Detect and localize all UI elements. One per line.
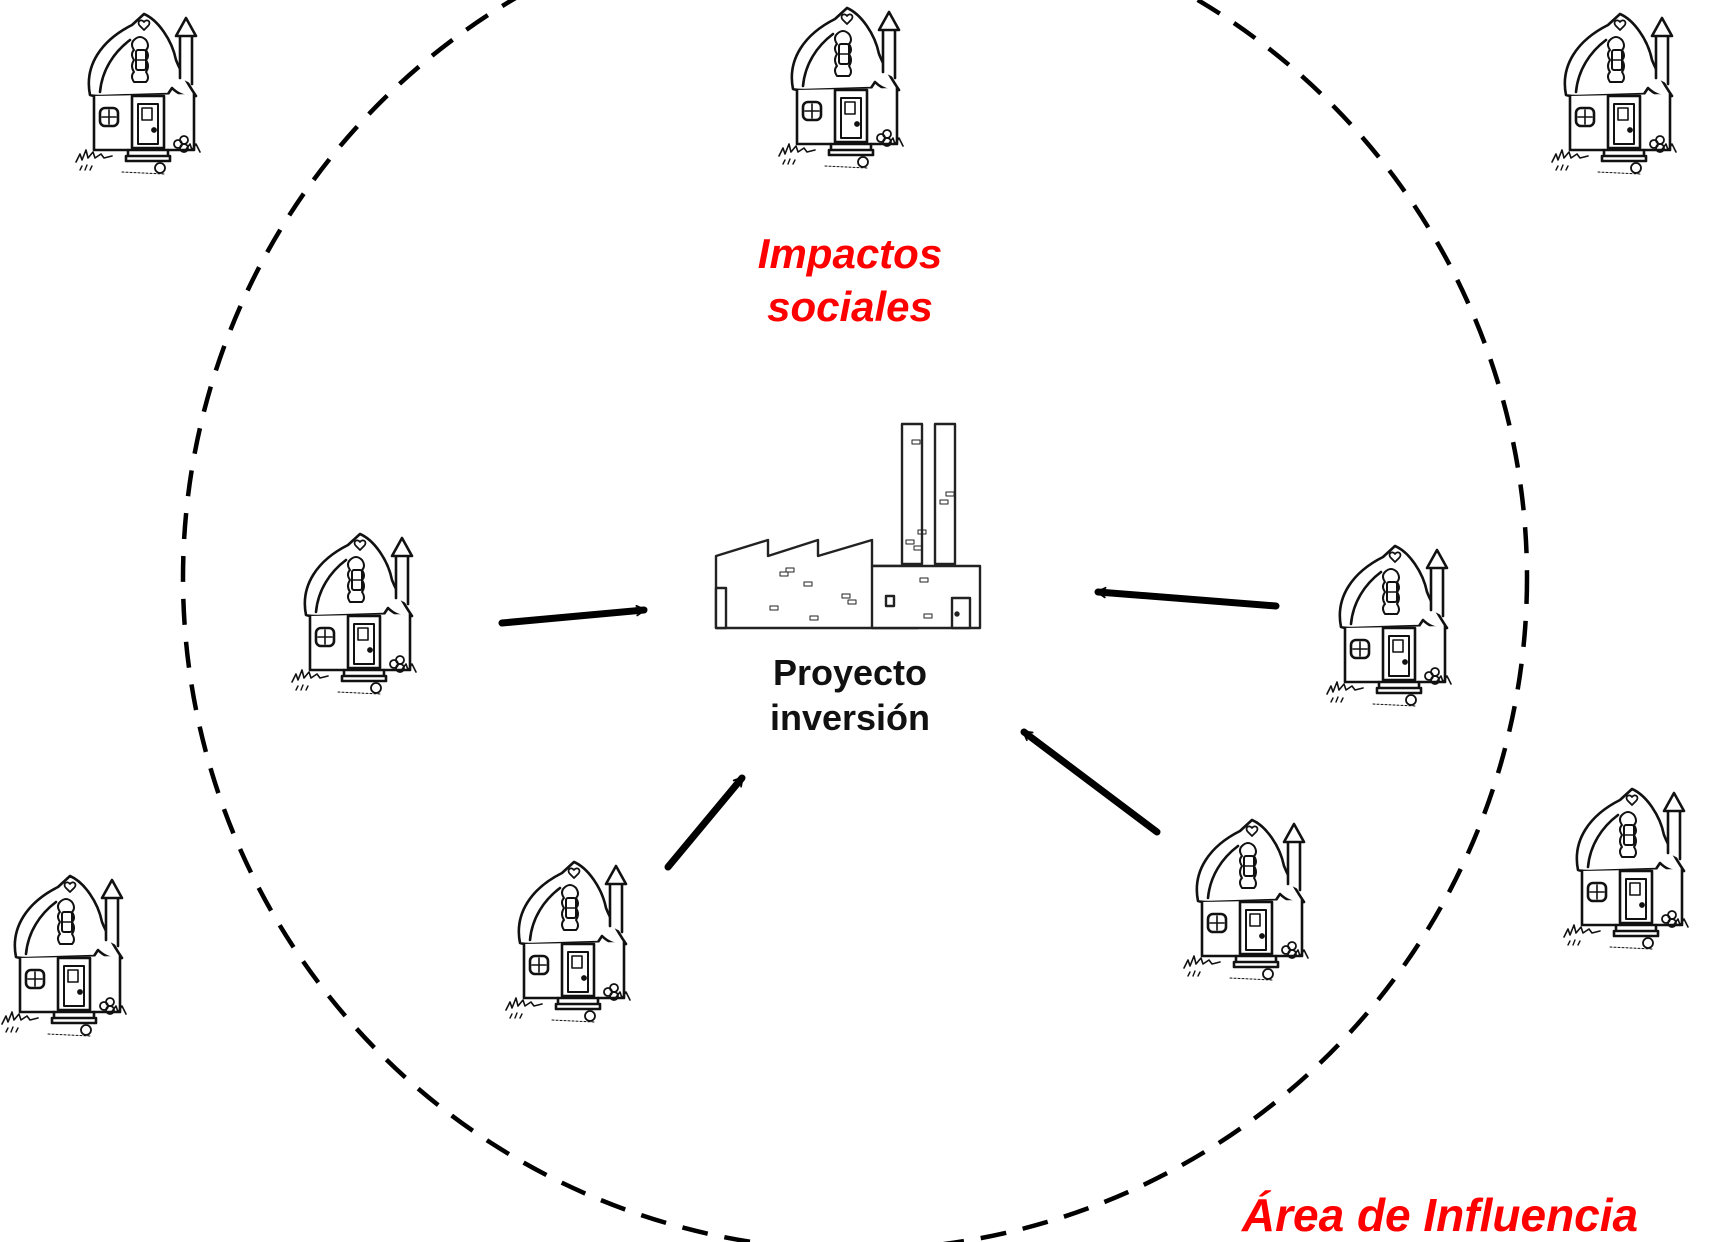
- impact-label-line2: sociales: [767, 282, 933, 330]
- impact-arrows: [498, 586, 1280, 871]
- project-label-line1: Proyecto: [772, 652, 928, 693]
- house-icon: [504, 860, 632, 1023]
- house-icon: [1325, 544, 1453, 707]
- arrow-lower-right: [1020, 728, 1161, 836]
- project-label-line2: inversión: [769, 697, 931, 738]
- arrow-left: [498, 604, 648, 627]
- house-icon: [290, 532, 418, 695]
- house-icon: [74, 12, 202, 175]
- project-label: Proyecto inversión: [700, 650, 1000, 740]
- house-icon: [777, 6, 905, 169]
- impact-label-line1: Impactos: [757, 230, 943, 277]
- influence-area-boundary: [180, 0, 1530, 1242]
- house-icon: [1550, 12, 1678, 175]
- area-label: Área de Influencia: [1241, 1189, 1639, 1241]
- house-icon: [0, 874, 128, 1037]
- impact-label: Impactos sociales: [700, 228, 1000, 333]
- factory-icon: [714, 422, 982, 630]
- arrow-right: [1094, 586, 1280, 610]
- house-icon: [1182, 818, 1310, 981]
- arrow-lower-left: [664, 774, 746, 871]
- house-icon: [1562, 787, 1690, 950]
